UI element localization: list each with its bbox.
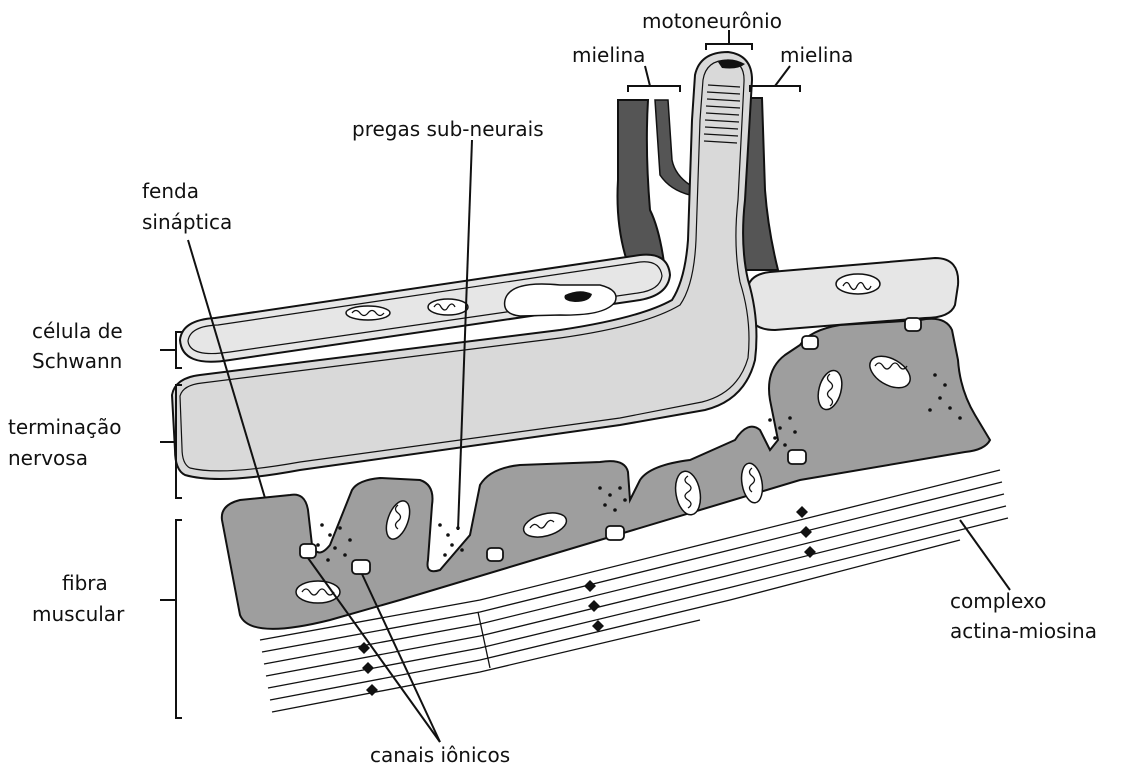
label-fenda-line2: sináptica (142, 210, 232, 234)
label-complexo-line1: complexo (950, 589, 1046, 613)
label-fibra-line2: muscular (32, 602, 125, 626)
label-pregas-sub-neurais: pregas sub-neurais (352, 117, 544, 141)
label-mielina-right: mielina (780, 43, 853, 67)
label-canais-ionicos: canais iônicos (370, 743, 510, 767)
label-mielina-left: mielina (572, 43, 645, 67)
label-fenda-line1: fenda (142, 179, 199, 203)
label-schwann-line1: célula de (32, 319, 123, 343)
label-fibra-line1: fibra (62, 571, 108, 595)
label-motoneuronio: motoneurônio (642, 9, 782, 33)
label-schwann-line2: Schwann (32, 349, 122, 373)
label-complexo-line2: actina-miosina (950, 619, 1097, 643)
label-terminacao-line1: terminação (8, 415, 121, 439)
label-terminacao-line2: nervosa (8, 446, 88, 470)
myelin-sheath-left (618, 100, 691, 270)
